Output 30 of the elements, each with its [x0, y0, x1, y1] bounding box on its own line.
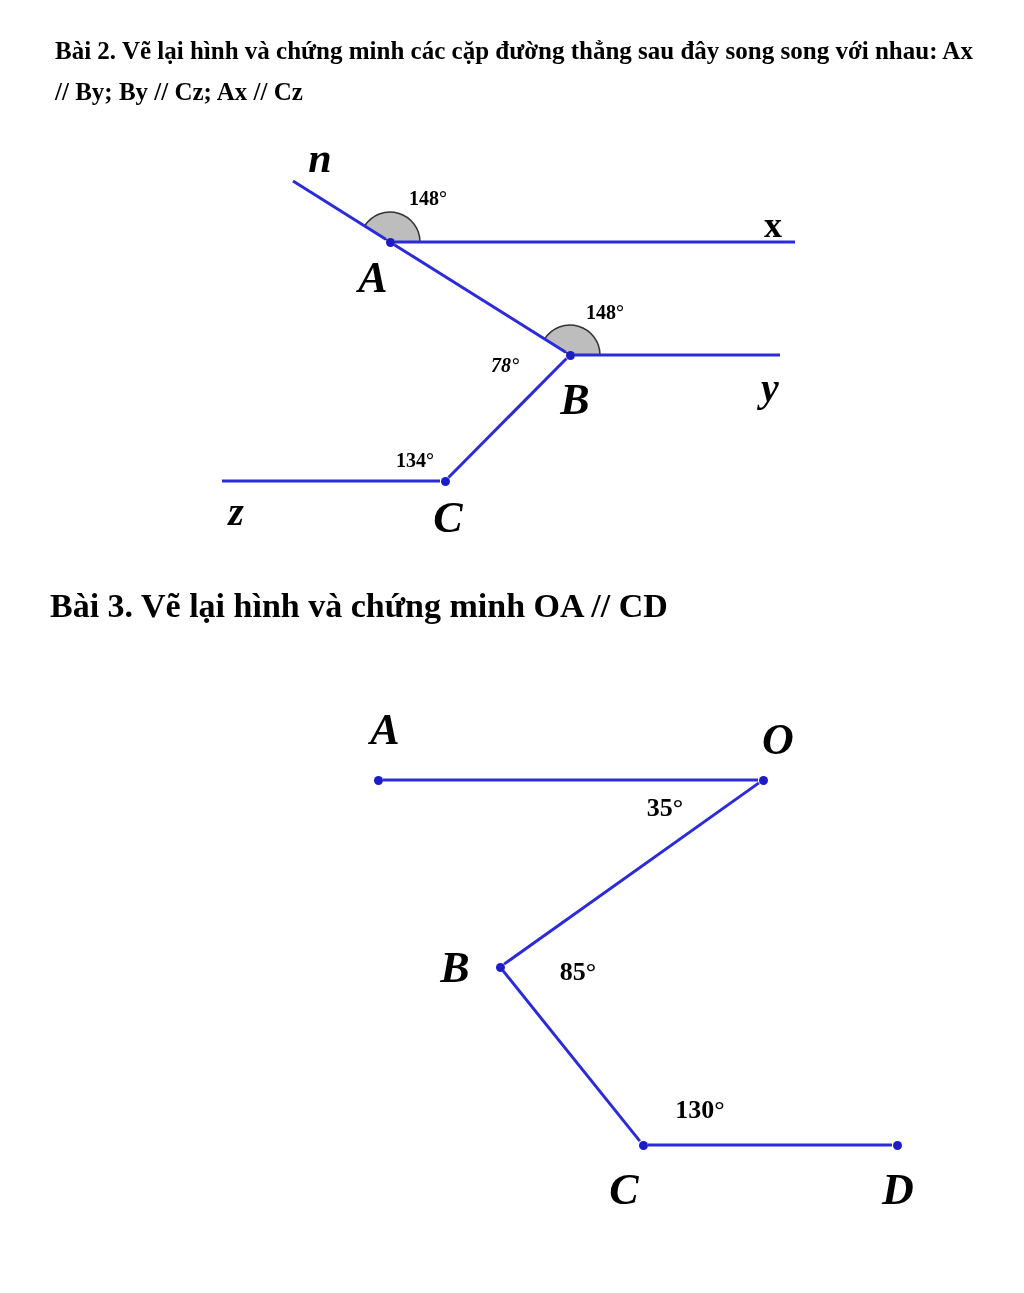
exercise-heading: Bài 2. Vẽ lại hình và chứng minh các cặp đường thẳng sau đây song song với nhau: Ax // By; By // Cz; Ax // Cz: [55, 36, 974, 108]
angle-label: 35°: [646, 795, 684, 821]
angle-label: x: [764, 207, 782, 243]
point-label: A: [370, 708, 400, 752]
angle-label: 134°: [396, 450, 434, 470]
point-label: O: [762, 718, 794, 762]
point-label: C: [609, 1168, 639, 1212]
line-segment: [648, 1143, 892, 1147]
point-label: C: [433, 496, 463, 540]
angle-label: n: [308, 137, 332, 179]
angle-label: z: [228, 492, 244, 532]
line-segment: [501, 969, 642, 1143]
line-segment: [395, 240, 795, 244]
line-segment: [575, 353, 780, 357]
angle-label: 148°: [586, 302, 624, 322]
angle-label: 85°: [559, 959, 597, 985]
exercise-heading: Bài 3. Vẽ lại hình và chứng minh OA // CD: [50, 586, 669, 626]
point-label: D: [882, 1168, 914, 1212]
angle-label: 78°: [491, 355, 519, 375]
line-segment: [383, 778, 758, 782]
line-segment: [292, 179, 387, 241]
line-segment: [503, 781, 760, 966]
angle-label: 130°: [675, 1097, 725, 1123]
point-label: A: [358, 256, 388, 300]
point-label: B: [440, 946, 470, 990]
line-segment: [222, 479, 440, 483]
line-segment: [393, 243, 567, 354]
point-label: B: [560, 378, 590, 422]
line-segment: [447, 357, 568, 479]
angle-label: 148°: [409, 188, 447, 208]
